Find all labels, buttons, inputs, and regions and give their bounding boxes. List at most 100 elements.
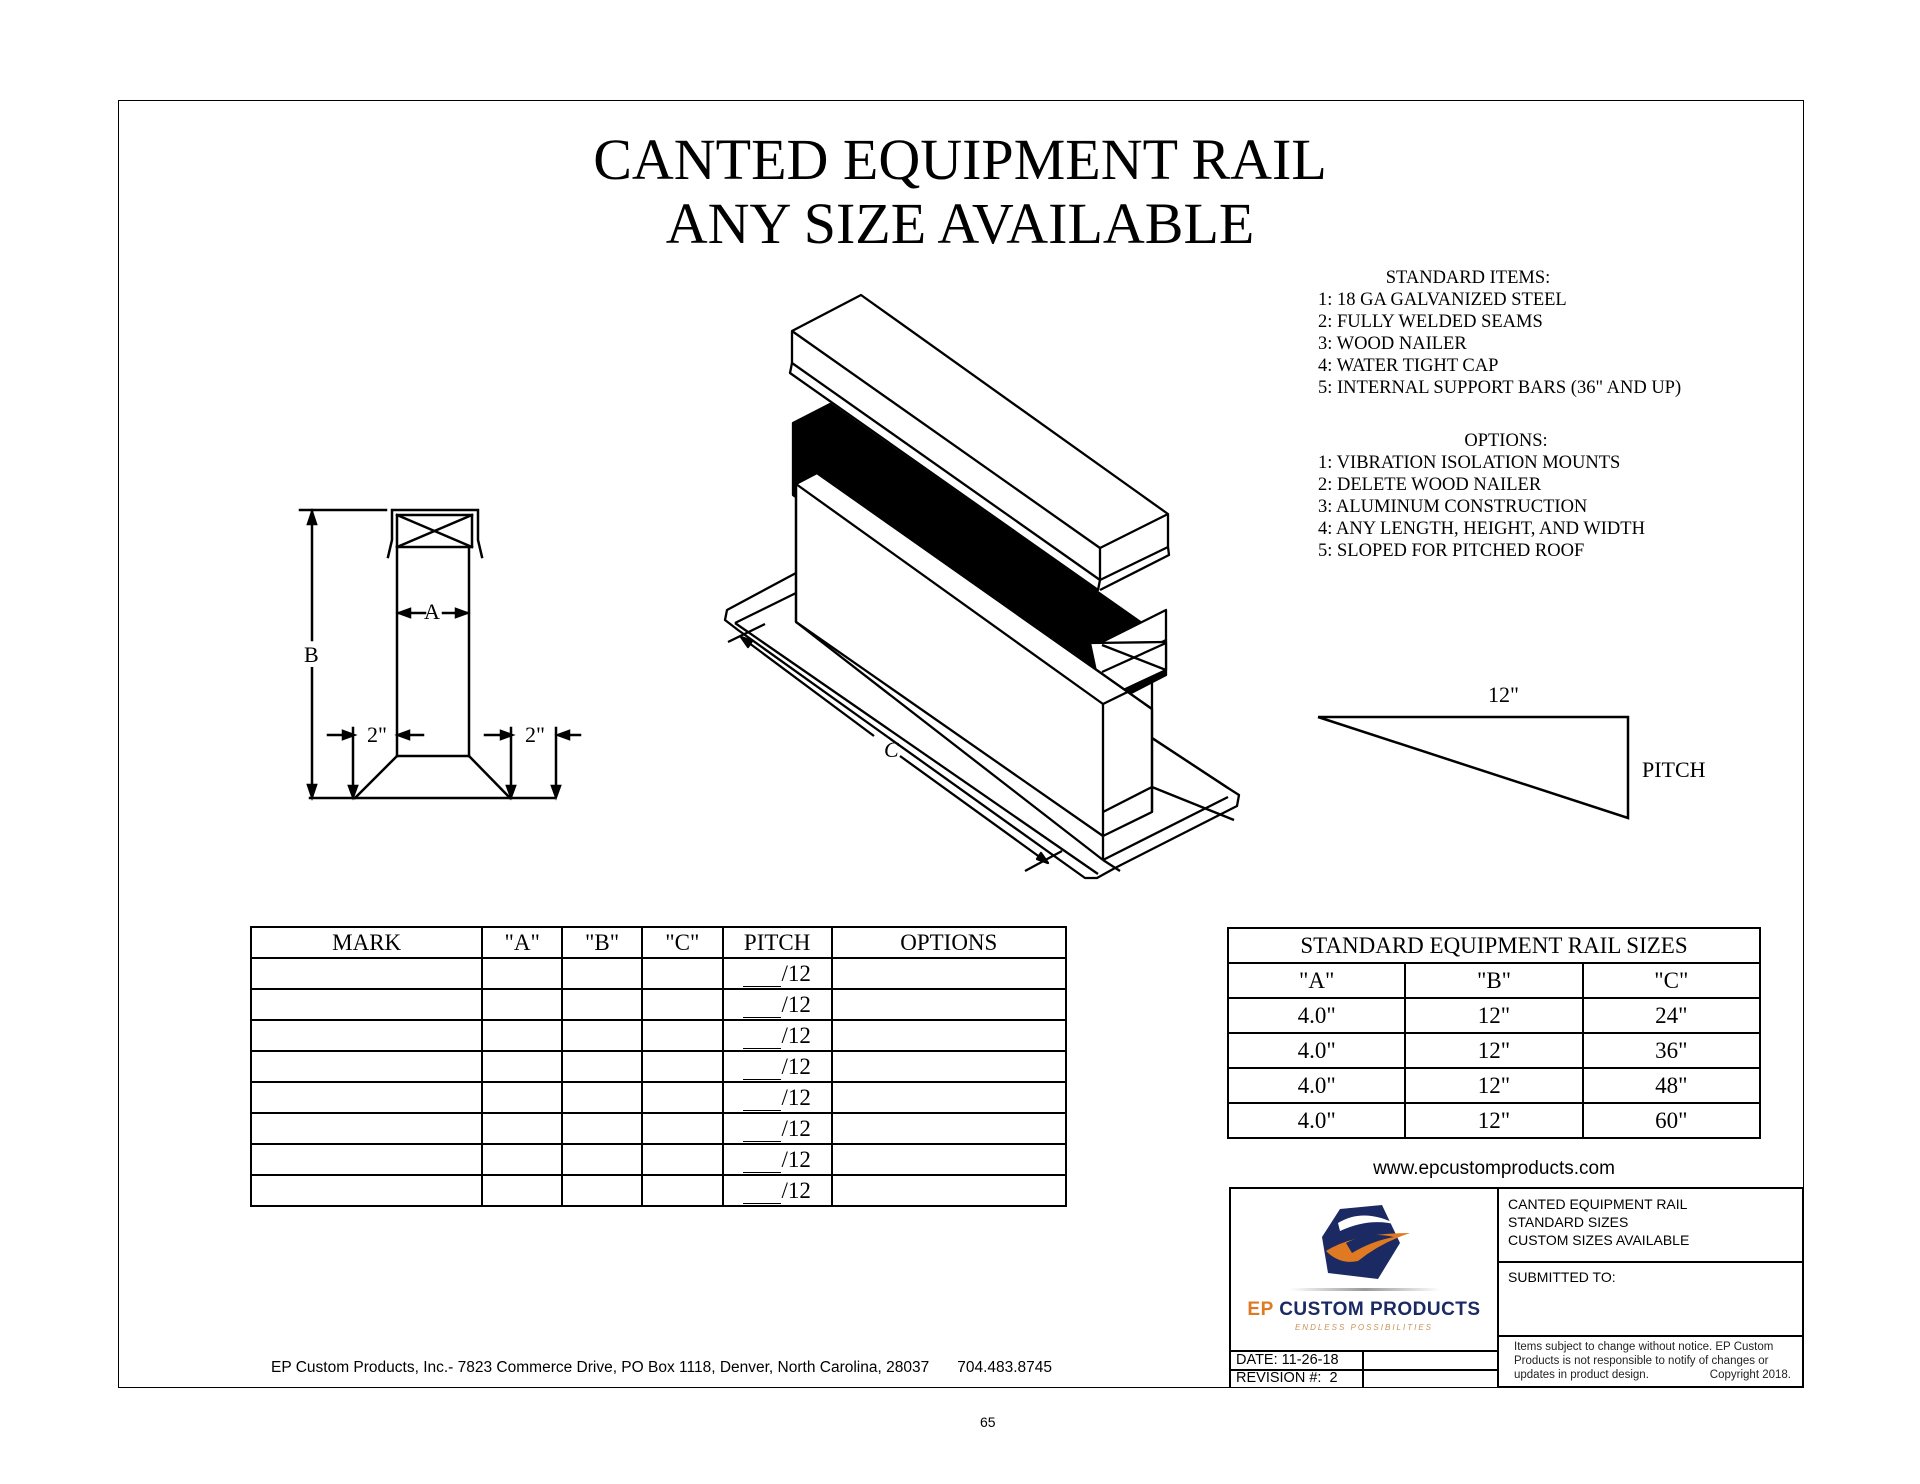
b-cell[interactable] (561, 1143, 643, 1176)
pitch-suffix: /12 (781, 1178, 811, 1203)
c-cell[interactable] (640, 1050, 724, 1083)
mark-cell[interactable] (249, 1174, 484, 1207)
revision-value-cell[interactable] (1362, 1369, 1499, 1388)
b-cell[interactable] (561, 1174, 643, 1207)
column-header-mark: MARK (249, 926, 484, 959)
b-cell[interactable] (561, 1050, 643, 1083)
description-text: CANTED EQUIPMENT RAIL STANDARD SIZES CUS… (1508, 1195, 1689, 1249)
pitch-cell[interactable]: /12 (721, 1174, 833, 1207)
a-cell[interactable] (481, 1174, 564, 1207)
c-cell[interactable] (640, 1019, 724, 1052)
a-cell[interactable] (481, 1112, 564, 1145)
pitch-blank[interactable] (743, 964, 782, 987)
options-cell[interactable] (830, 988, 1068, 1021)
pitch-suffix: /12 (781, 992, 811, 1017)
column-header-c: "C" (640, 926, 724, 959)
pitch-cell[interactable]: /12 (721, 1050, 833, 1083)
options-cell[interactable] (830, 1174, 1068, 1207)
c-cell[interactable] (640, 1174, 724, 1207)
table-row: 4.0" 12" 48" (1226, 1067, 1762, 1104)
option-item: 1: VIBRATION ISOLATION MOUNTS (1318, 453, 1621, 473)
a-cell[interactable] (481, 1019, 564, 1052)
pitch-blank[interactable] (743, 1026, 782, 1049)
options-cell[interactable] (830, 1081, 1068, 1114)
a-cell[interactable] (481, 1050, 564, 1083)
a-cell[interactable] (481, 1081, 564, 1114)
option-item: 4: ANY LENGTH, HEIGHT, AND WIDTH (1318, 519, 1645, 539)
options-list: OPTIONS: 1: VIBRATION ISOLATION MOUNTS 2… (1318, 430, 1738, 562)
table-row: /12 (249, 1143, 1068, 1176)
mark-cell[interactable] (249, 988, 484, 1021)
pitch-blank[interactable] (743, 1119, 782, 1142)
standard-item: 5: INTERNAL SUPPORT BARS (36" AND UP) (1318, 378, 1682, 398)
pitch-cell[interactable]: /12 (721, 988, 833, 1021)
company-logo-name: EP CUSTOM PRODUCTS (1236, 1299, 1492, 1321)
pitch-blank[interactable] (743, 1181, 782, 1204)
standard-items-header: STANDARD ITEMS: (1385, 268, 1551, 288)
a-cell[interactable] (481, 988, 564, 1021)
options-header: OPTIONS: (1464, 431, 1548, 451)
table-row: /12 (249, 1019, 1068, 1052)
standard-item: 2: FULLY WELDED SEAMS (1318, 312, 1543, 332)
pitch-blank[interactable] (743, 1057, 782, 1080)
pitch-blank[interactable] (743, 1150, 782, 1173)
a-cell[interactable] (481, 957, 564, 990)
column-header-b: "B" (1404, 962, 1584, 999)
c-cell[interactable] (640, 1081, 724, 1114)
a-cell[interactable] (481, 1143, 564, 1176)
options-cell[interactable] (830, 1019, 1068, 1052)
drawing-border (118, 100, 1804, 1388)
table-row: /12 (249, 1112, 1068, 1145)
submitted-to-label: SUBMITTED TO: (1508, 1269, 1616, 1285)
mark-cell[interactable] (249, 1081, 484, 1114)
standard-item: 4: WATER TIGHT CAP (1318, 356, 1499, 376)
b-cell[interactable] (561, 988, 643, 1021)
c-cell[interactable] (640, 988, 724, 1021)
pitch-suffix: /12 (781, 1054, 811, 1079)
table-row: /12 (249, 1174, 1068, 1207)
size-b-cell: 12" (1404, 1032, 1584, 1069)
options-cell[interactable] (830, 1143, 1068, 1176)
b-cell[interactable] (561, 957, 643, 990)
size-a-cell: 4.0" (1226, 1067, 1407, 1104)
pitch-blank[interactable] (743, 995, 782, 1018)
pitch-cell[interactable]: /12 (721, 1112, 833, 1145)
mark-cell[interactable] (249, 1050, 484, 1083)
mark-cell[interactable] (249, 1019, 484, 1052)
date-value-cell[interactable] (1362, 1350, 1499, 1371)
size-a-cell: 4.0" (1226, 1032, 1407, 1069)
options-cell[interactable] (830, 1112, 1068, 1145)
pitch-suffix: /12 (781, 1147, 811, 1172)
description-line: CUSTOM SIZES AVAILABLE (1508, 1232, 1690, 1248)
b-cell[interactable] (561, 1081, 643, 1114)
mark-cell[interactable] (249, 1112, 484, 1145)
size-b-cell: 12" (1404, 1067, 1584, 1104)
mark-cell[interactable] (249, 957, 484, 990)
pitch-cell[interactable]: /12 (721, 1143, 833, 1176)
sizes-table-title-row: STANDARD EQUIPMENT RAIL SIZES (1227, 927, 1761, 964)
page-number: 65 (980, 1414, 996, 1430)
order-table: MARK "A" "B" "C" PITCH OPTIONS /12 /12 /… (249, 926, 1068, 1207)
options-cell[interactable] (830, 957, 1068, 990)
revision-label: REVISION #: 2 (1236, 1370, 1338, 1386)
pitch-blank[interactable] (743, 1088, 782, 1111)
column-header-c: "C" (1581, 962, 1762, 999)
pitch-cell[interactable]: /12 (721, 1019, 833, 1052)
size-c-cell: 60" (1581, 1102, 1762, 1139)
c-cell[interactable] (640, 957, 724, 990)
b-cell[interactable] (561, 1112, 643, 1145)
c-cell[interactable] (640, 1112, 724, 1145)
disclaimer-line: Items subject to change without notice. … (1514, 1341, 1774, 1353)
b-cell[interactable] (561, 1019, 643, 1052)
table-row: /12 (249, 957, 1068, 990)
pitch-cell[interactable]: /12 (721, 1081, 833, 1114)
column-header-options: OPTIONS (830, 926, 1068, 959)
pitch-cell[interactable]: /12 (721, 957, 833, 990)
c-cell[interactable] (640, 1143, 724, 1176)
options-cell[interactable] (830, 1050, 1068, 1083)
pitch-suffix: /12 (781, 1023, 811, 1048)
mark-cell[interactable] (249, 1143, 484, 1176)
sizes-table-header-row: "A" "B" "C" (1226, 962, 1762, 999)
website-link[interactable]: www.epcustomproducts.com (1373, 1158, 1615, 1179)
